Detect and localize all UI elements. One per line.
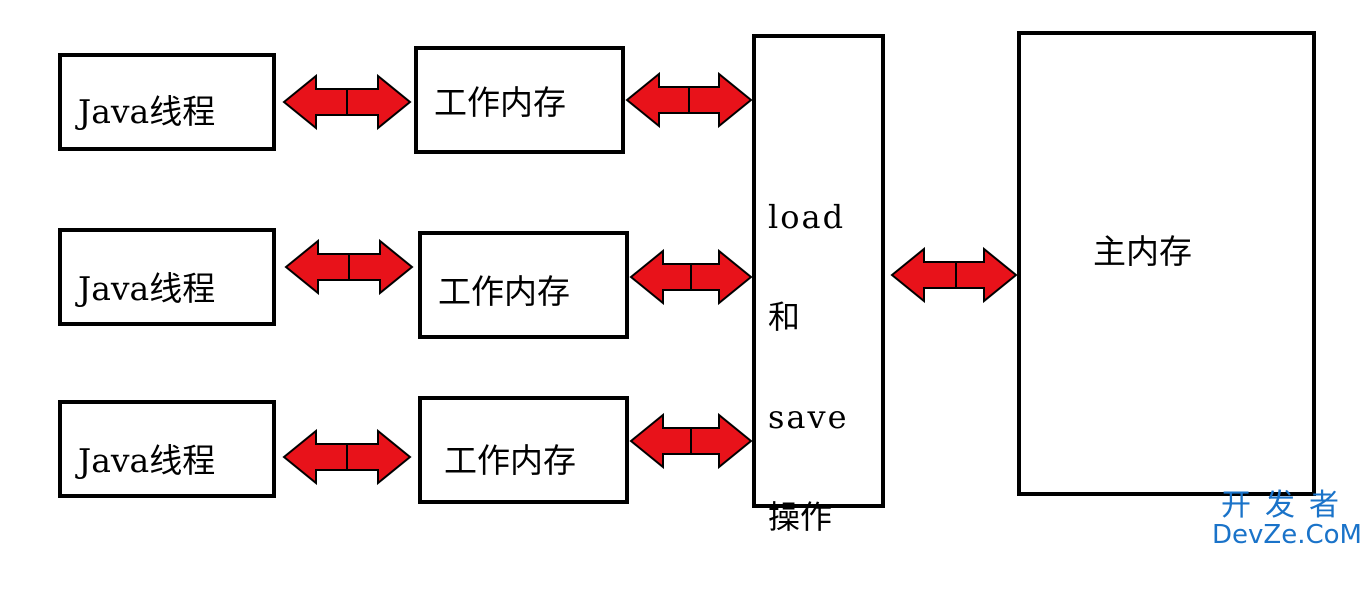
- operation-line-op: 操作: [768, 498, 833, 536]
- double-headed-arrow-icon: [282, 428, 412, 486]
- java-thread-label-1: Java线程: [78, 92, 216, 131]
- double-headed-arrow-icon: [890, 246, 1018, 304]
- main-memory-box: 主内存: [1017, 31, 1316, 496]
- double-headed-arrow-icon: [282, 73, 412, 131]
- operation-line-load: load: [768, 198, 846, 236]
- java-thread-box-2: Java线程: [58, 228, 276, 326]
- java-thread-box-1: Java线程: [58, 53, 276, 151]
- double-headed-arrow-icon: [629, 412, 753, 470]
- work-memory-label-2: 工作内存: [438, 272, 570, 311]
- load-save-operation-box: load 和 save 操作: [752, 34, 885, 536]
- operation-line-and: 和: [768, 298, 801, 336]
- java-thread-label-3: Java线程: [78, 441, 216, 480]
- double-headed-arrow-icon: [629, 248, 753, 306]
- work-memory-box-2: 工作内存: [418, 231, 629, 339]
- load-save-operation-label: load 和 save 操作: [768, 142, 849, 592]
- work-memory-label-3: 工作内存: [444, 441, 576, 480]
- double-headed-arrow-icon: [625, 71, 753, 129]
- watermark-logo: 开发者 DevZe.CoM: [1212, 490, 1362, 549]
- java-thread-label-2: Java线程: [78, 269, 216, 308]
- double-headed-arrow-icon: [284, 238, 414, 296]
- operation-line-save: save: [768, 398, 849, 436]
- java-thread-box-3: Java线程: [58, 400, 276, 498]
- watermark-top-text: 开发者: [1221, 488, 1353, 524]
- main-memory-label: 主内存: [1093, 232, 1192, 271]
- work-memory-box-1: 工作内存: [414, 46, 625, 154]
- work-memory-box-3: 工作内存: [418, 396, 629, 504]
- watermark-bottom-text: DevZe.CoM: [1212, 519, 1362, 550]
- work-memory-label-1: 工作内存: [434, 83, 566, 122]
